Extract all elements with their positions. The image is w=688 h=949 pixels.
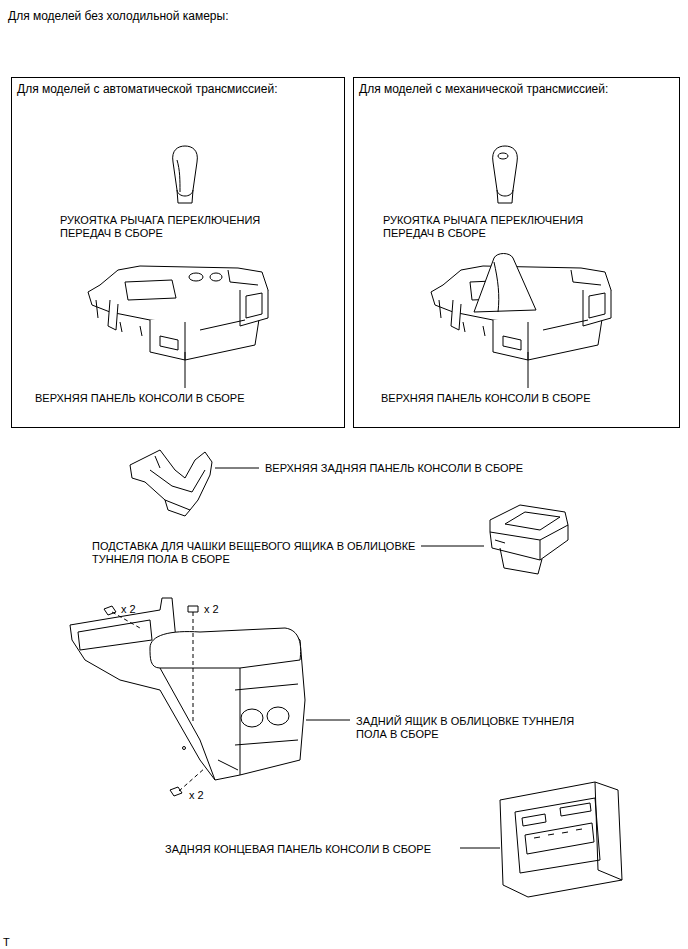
- shift-knob-at-part: [173, 146, 198, 196]
- leader-lines-part: [215, 468, 259, 469]
- leader-lines-part: [421, 546, 484, 547]
- cup-holder-part: [500, 548, 542, 574]
- rear-floor-box-part: [240, 668, 241, 775]
- screws: [104, 606, 205, 796]
- console-panel-at-part: [88, 266, 268, 360]
- shift-knob-mt-part: [493, 146, 518, 196]
- leader-lines-part: [185, 352, 186, 388]
- screws-part: [188, 606, 198, 612]
- label-part-name: ЗАДНЯЯ КОНЦЕВАЯ ПАНЕЛЬ КОНСОЛИ В СБОРЕ: [165, 843, 431, 856]
- console-panel-mt-part: [494, 262, 499, 312]
- console-panel-at-part: [189, 273, 203, 281]
- screws-part: [193, 612, 194, 722]
- leader-lines-part: [306, 720, 350, 721]
- console-panel-at-part: [125, 280, 176, 300]
- rear-end-panel-part: [525, 823, 594, 854]
- rear-end-panel-part: [515, 798, 600, 873]
- rear-floor-box-part: [241, 709, 263, 727]
- rear-upper-panel-part: [130, 450, 212, 510]
- leader-lines-part: [528, 352, 529, 388]
- rear-upper-panel: [130, 450, 212, 516]
- cup-holder-part: [505, 512, 560, 530]
- label-part-name: ПОДСТАВКА ДЛЯ ЧАШКИ ВЕЩЕВОГО ЯЩИКА В ОБЛ…: [92, 540, 427, 566]
- frame-heading: Для моделей с механической трансмиссией:: [354, 78, 679, 100]
- shift-knob-at: [173, 146, 198, 203]
- rear-floor-box-part: [235, 684, 298, 690]
- rear-floor-box-part: [218, 760, 238, 770]
- rear-floor-box: [70, 598, 305, 780]
- rear-floor-box-part: [160, 668, 215, 780]
- cup-holder: [490, 505, 568, 574]
- cup-holder-part: [495, 540, 505, 543]
- rear-floor-box-part: [70, 598, 305, 780]
- cup-holder-part: [540, 540, 541, 560]
- leader-lines: [185, 352, 528, 848]
- rear-upper-panel-part: [150, 470, 205, 492]
- rear-end-panel: [500, 782, 622, 897]
- variant-frame: Для моделей с автоматической трансмиссие…: [11, 77, 345, 428]
- label-part-name: РУКОЯТКА РЫЧАГА ПЕРЕКЛЮЧЕНИЯ ПЕРЕДАЧ В С…: [60, 214, 275, 240]
- figure-code: T: [3, 936, 10, 949]
- rear-end-panel-part: [534, 829, 582, 838]
- label-part-name: РУКОЯТКА РЫЧАГА ПЕРЕКЛЮЧЕНИЯ ПЕРЕДАЧ В С…: [383, 214, 598, 240]
- label-part-name: ЗАДНИЙ ЯЩИК В ОБЛИЦОВКЕ ТУННЕЛЯ ПОЛА В С…: [356, 715, 591, 741]
- leader-lines-part: [460, 848, 500, 849]
- screws-part: [170, 787, 182, 796]
- console-panel-at: [88, 266, 268, 360]
- rear-upper-panel-part: [165, 500, 190, 516]
- label-part-name: ВЕРХНЯЯ ЗАДНЯЯ ПАНЕЛЬ КОНСОЛИ В СБОРЕ: [265, 462, 523, 475]
- quantity-note: x 2: [204, 603, 219, 616]
- shift-knob-mt: [493, 146, 518, 203]
- shift-knob-mt-part: [497, 190, 513, 203]
- shift-knob-at-part: [177, 160, 180, 192]
- label-part-name: ВЕРХНЯЯ ПАНЕЛЬ КОНСОЛИ В СБОРЕ: [35, 392, 245, 405]
- quantity-note: x 2: [189, 789, 204, 802]
- rear-floor-box-part: [183, 747, 186, 750]
- rear-floor-box-part: [267, 707, 289, 725]
- rear-floor-box-part: [150, 628, 301, 668]
- console-panel-at-part: [210, 273, 222, 281]
- rear-end-panel-part: [500, 782, 622, 897]
- rear-end-panel-part: [560, 803, 591, 816]
- rear-end-panel-part: [522, 814, 546, 826]
- rear-floor-box-part: [235, 740, 298, 745]
- rear-floor-box-part: [78, 620, 152, 650]
- rear-end-panel-part: [595, 782, 622, 880]
- label-part-name: ВЕРХНЯЯ ПАНЕЛЬ КОНСОЛИ В СБОРЕ: [381, 392, 591, 405]
- shift-knob-mt-part: [498, 153, 508, 159]
- rear-upper-panel-part: [155, 456, 160, 468]
- frame-heading: Для моделей с автоматической трансмиссие…: [12, 78, 344, 100]
- console-panel-mt: [431, 254, 611, 361]
- variant-frame: Для моделей с механической трансмиссией:: [353, 77, 680, 428]
- shift-knob-at-part: [177, 190, 193, 203]
- page-title: Для моделей без холодильной камеры:: [8, 9, 228, 23]
- console-panel-mt-part: [474, 254, 536, 313]
- quantity-note: x 2: [121, 603, 136, 616]
- cup-holder-part: [490, 505, 568, 540]
- screws-part: [179, 768, 205, 791]
